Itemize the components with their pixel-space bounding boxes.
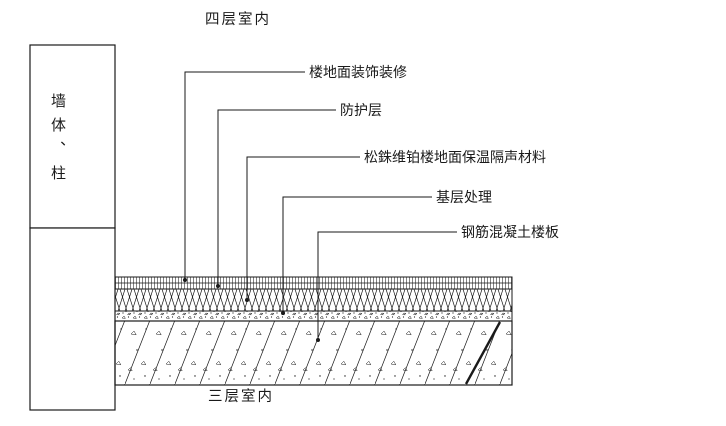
- label-concrete-slab: 钢筋混凝土楼板: [461, 224, 559, 240]
- slab-thick-diagonal: [464, 321, 502, 385]
- wall-lower-rect: [29, 227, 116, 411]
- leader-line-decoration: [184, 71, 305, 280]
- leader-line-protective: [217, 109, 336, 286]
- label-base-treatment: 基层处理: [436, 189, 492, 205]
- leader-dot-decoration: [183, 278, 187, 282]
- leader-dot-protective: [216, 284, 220, 288]
- leader-line-base: [282, 196, 432, 313]
- wall-column-label: 墙体、柱: [49, 93, 66, 189]
- leader-line-slab: [317, 231, 457, 340]
- leader-dot-base: [281, 311, 285, 315]
- lower-room-label: 三层室内: [208, 389, 274, 405]
- layer-concrete-slab: [114, 320, 513, 386]
- wall-upper-rect: [29, 44, 116, 229]
- layer-insulation: [114, 288, 513, 312]
- label-floor-decoration: 楼地面装饰装修: [309, 64, 407, 80]
- leader-line-insulation: [246, 156, 360, 300]
- upper-room-label: 四层室内: [205, 12, 271, 28]
- layer-base-treatment: [114, 310, 513, 322]
- label-insulation-material: 松銖维铂楼地面保温隔声材料: [364, 149, 546, 165]
- leader-dot-insulation: [245, 298, 249, 302]
- label-protective-layer: 防护层: [340, 102, 382, 118]
- leader-dot-slab: [316, 338, 320, 342]
